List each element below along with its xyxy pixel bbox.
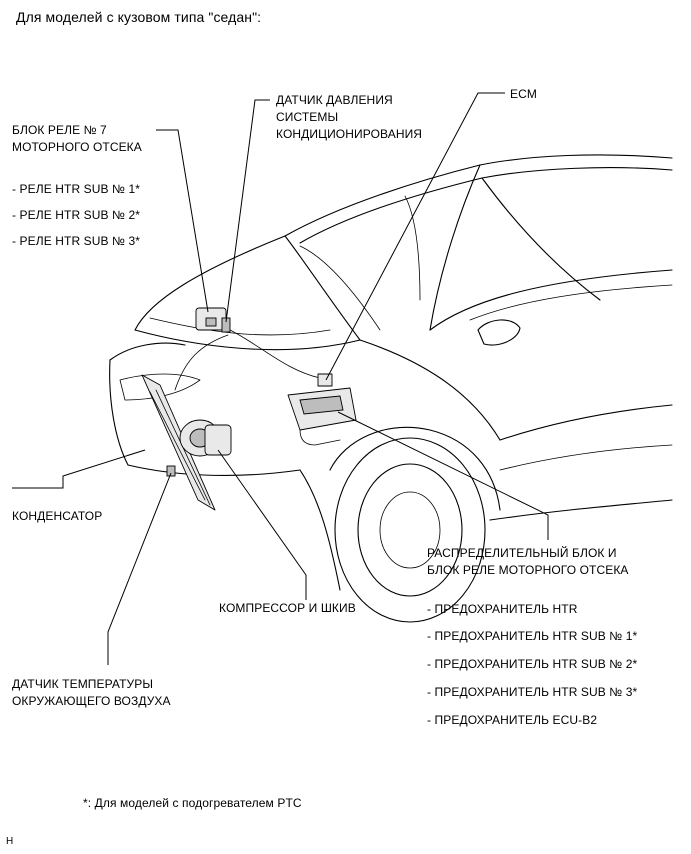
- footnote: *: Для моделей с подогревателем PTC: [83, 796, 302, 810]
- car-body-outline: [109, 154, 673, 623]
- junction-item-3: - ПРЕДОХРАНИТЕЛЬ HTR SUB № 2*: [427, 657, 638, 671]
- leader-lines: [12, 92, 549, 665]
- ecm-label: ECM: [510, 87, 537, 101]
- junction-item-4: - ПРЕДОХРАНИТЕЛЬ HTR SUB № 3*: [427, 685, 638, 699]
- relay-block-label-line1: БЛОК РЕЛЕ № 7: [12, 123, 107, 137]
- ac-sensor-label-line3: КОНДИЦИОНИРОВАНИЯ: [276, 127, 423, 141]
- relay-block-label-line2: МОТОРНОГО ОТСЕКА: [12, 140, 142, 154]
- ac-sensor-label-line1: ДАТЧИК ДАВЛЕНИЯ: [276, 93, 393, 107]
- junction-item-5: - ПРЕДОХРАНИТЕЛЬ ECU-B2: [427, 713, 598, 727]
- ambient-sensor-label-line2: ОКРУЖАЮЩЕГО ВОЗДУХА: [12, 694, 171, 708]
- ac-sensor-label-line2: СИСТЕМЫ: [276, 110, 339, 124]
- relay-item-1: - РЕЛЕ HTR SUB № 1*: [12, 182, 141, 196]
- condenser-label: КОНДЕНСАТОР: [12, 509, 103, 523]
- relay-item-3: - РЕЛЕ HTR SUB № 3*: [12, 234, 141, 248]
- compressor-label: КОМПРЕССОР И ШКИВ: [219, 601, 356, 615]
- junction-item-2: - ПРЕДОХРАНИТЕЛЬ HTR SUB № 1*: [427, 629, 638, 643]
- corner-mark: H: [6, 836, 14, 847]
- junction-block-label-line1: РАСПРЕДЕЛИТЕЛЬНЫЙ БЛОК И: [427, 546, 617, 560]
- ambient-sensor-label-line1: ДАТЧИК ТЕМПЕРАТУРЫ: [12, 677, 154, 691]
- page-title: Для моделей с кузовом типа "седан":: [16, 9, 262, 25]
- junction-item-1: - ПРЕДОХРАНИТЕЛЬ HTR: [427, 602, 578, 616]
- relay-item-2: - РЕЛЕ HTR SUB № 2*: [12, 208, 141, 222]
- engine-components: [141, 307, 357, 511]
- junction-block-label-line2: БЛОК РЕЛЕ МОТОРНОГО ОТСЕКА: [427, 563, 629, 577]
